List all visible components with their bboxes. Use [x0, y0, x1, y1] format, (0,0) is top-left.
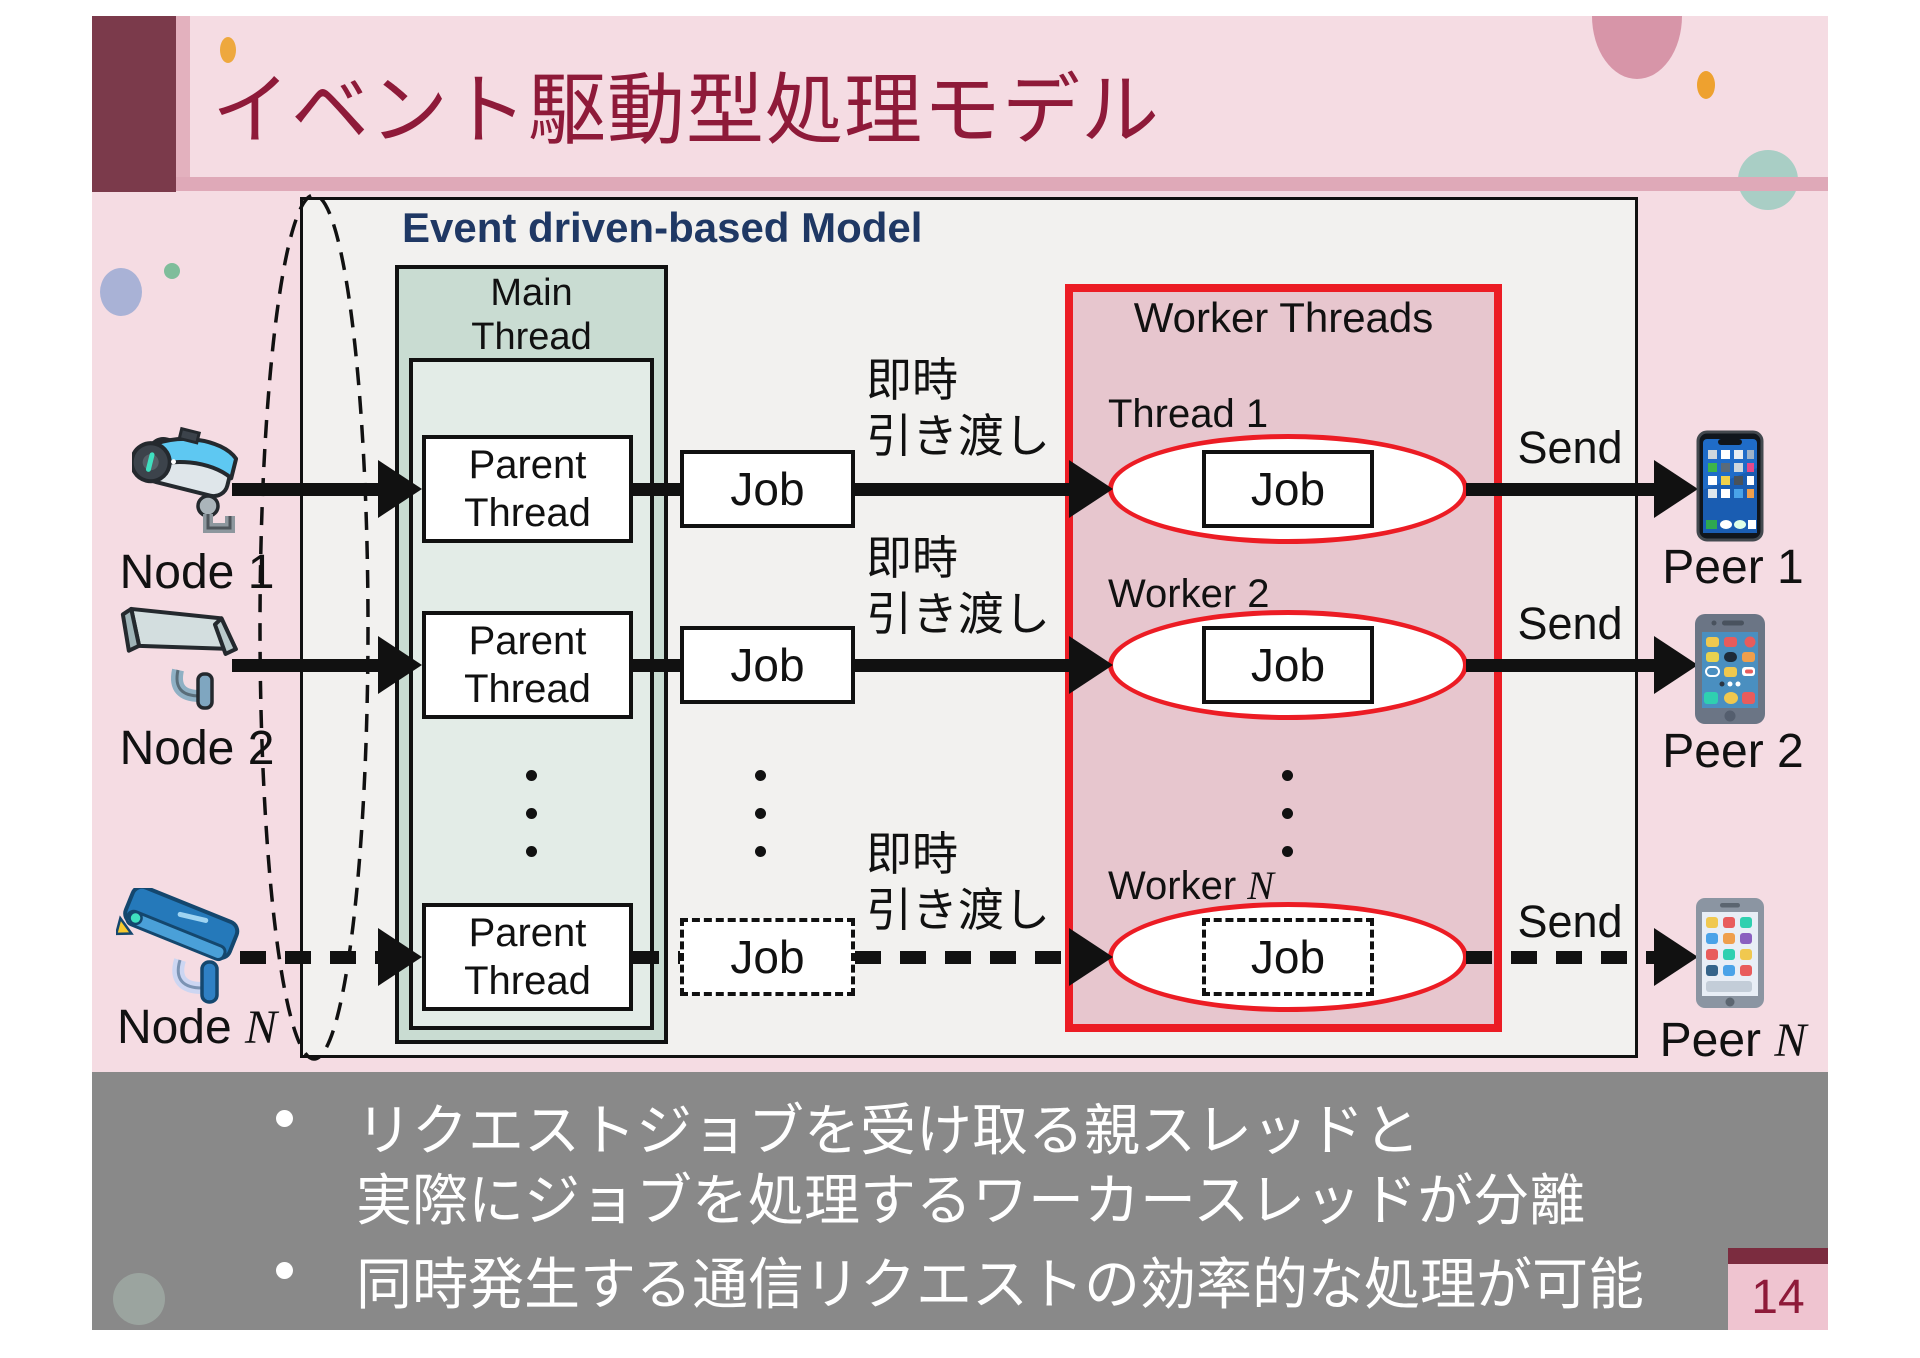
bullet-icon [276, 1110, 293, 1127]
worker-threads-title: Worker Threads [1133, 294, 1434, 341]
security-camera-icon [132, 426, 239, 533]
node-2-label: Node 2 [119, 722, 275, 775]
parent-thread-label: Thread [464, 667, 591, 711]
arrowhead [1069, 460, 1113, 518]
smartphone-icon [1695, 614, 1765, 724]
arrowhead [1654, 636, 1698, 694]
connector-parent-job-n [633, 951, 680, 964]
node-n-label: Node N [116, 1001, 278, 1054]
peer-2-label: Peer 2 [1662, 725, 1804, 778]
arrowhead [1654, 928, 1698, 986]
worker-job-box-n: Job [1202, 918, 1374, 996]
worker-label-1: Thread 1 [1108, 392, 1269, 436]
main-thread-title: Main [490, 272, 573, 314]
arrow-send-2 [1466, 659, 1660, 672]
arrow-job-worker-n [855, 951, 1069, 964]
vertical-ellipsis [1282, 770, 1293, 781]
parent-thread-label: Thread [464, 959, 591, 1003]
decorative-orange-dot [220, 37, 236, 63]
parent-thread-box-n: Parent Thread [422, 903, 633, 1011]
arrow-noden-parent [240, 951, 378, 964]
vertical-ellipsis [1282, 846, 1293, 857]
summary-bullet-2: 同時発生する通信リクエストの効率的な処理が可能 [356, 1253, 1644, 1316]
send-label-2: Send [1517, 598, 1623, 649]
input-group-dashed-ellipse [258, 193, 370, 1061]
smartphone-icon [1696, 898, 1764, 1008]
job-box-1: Job [680, 450, 855, 528]
decorative-lavender-circle [100, 268, 142, 316]
arrow-job-worker-2 [855, 659, 1069, 672]
parent-thread-box-2: Parent Thread [422, 611, 633, 719]
arrow-send-1 [1466, 483, 1660, 496]
job-box-n: Job [680, 918, 855, 996]
vertical-ellipsis [526, 846, 537, 857]
vertical-ellipsis [755, 808, 766, 819]
job-box-2: Job [680, 626, 855, 704]
arrowhead [1069, 636, 1113, 694]
title-underline [176, 177, 1828, 191]
send-label-n: Send [1517, 896, 1623, 947]
arrowhead [1069, 928, 1113, 986]
handoff-label-1: 即時 引き渡し [866, 354, 1050, 462]
handoff-label-2: 即時 引き渡し [866, 532, 1050, 640]
arrowhead [378, 928, 422, 986]
parent-thread-label: Parent [468, 619, 587, 663]
page-number: 14 [1728, 1264, 1828, 1330]
arrowhead [1654, 460, 1698, 518]
summary-bullet-1-line-1: リクエストジョブを受け取る親スレッドと [356, 1099, 1420, 1162]
summary-bar [92, 1072, 1828, 1330]
smartphone-icon [1696, 430, 1764, 542]
vertical-ellipsis [755, 770, 766, 781]
worker-job-box-2: Job [1202, 626, 1374, 704]
parent-thread-label: Thread [464, 491, 591, 535]
worker-label-2: Worker 2 [1108, 572, 1270, 616]
title-accent-strip [176, 16, 190, 191]
parent-thread-label: Parent [468, 443, 587, 487]
vertical-ellipsis [526, 808, 537, 819]
summary-bullet-1-line-2: 実際にジョブを処理するワーカースレッドが分離 [356, 1169, 1586, 1232]
node-1-label: Node 1 [119, 546, 275, 599]
main-thread-title: Thread [471, 316, 592, 358]
bullet-icon [276, 1262, 293, 1279]
security-camera-icon [116, 888, 240, 1004]
arrowhead [378, 636, 422, 694]
vertical-ellipsis [526, 770, 537, 781]
decorative-teal-dot [164, 263, 180, 279]
connector-parent-job-2 [633, 659, 680, 672]
peer-1-label: Peer 1 [1662, 541, 1804, 594]
arrow-send-n [1466, 951, 1660, 964]
parent-thread-box-1: Parent Thread [422, 435, 633, 543]
parent-thread-label: Parent [468, 911, 587, 955]
page-number-accent [1728, 1248, 1828, 1264]
connector-parent-job-1 [633, 483, 680, 496]
vertical-ellipsis [755, 846, 766, 857]
arrow-node1-parent [232, 483, 378, 496]
diagram-heading: Event driven-based Model [402, 204, 923, 251]
decorative-pale-circle [113, 1273, 165, 1325]
page-title: イベント駆動型処理モデル [212, 66, 1161, 154]
arrowhead [378, 460, 422, 518]
arrow-node2-parent [232, 659, 378, 672]
worker-job-box-1: Job [1202, 450, 1374, 528]
send-label-1: Send [1517, 422, 1623, 473]
title-accent-block [92, 16, 176, 192]
decorative-orange-dot [1697, 71, 1715, 99]
vertical-ellipsis [1282, 808, 1293, 819]
handoff-label-n: 即時 引き渡し [866, 828, 1050, 936]
peer-n-label: Peer N [1659, 1014, 1807, 1067]
security-camera-icon [120, 606, 238, 710]
arrow-job-worker-1 [855, 483, 1069, 496]
worker-label-n: Worker N [1108, 863, 1274, 908]
